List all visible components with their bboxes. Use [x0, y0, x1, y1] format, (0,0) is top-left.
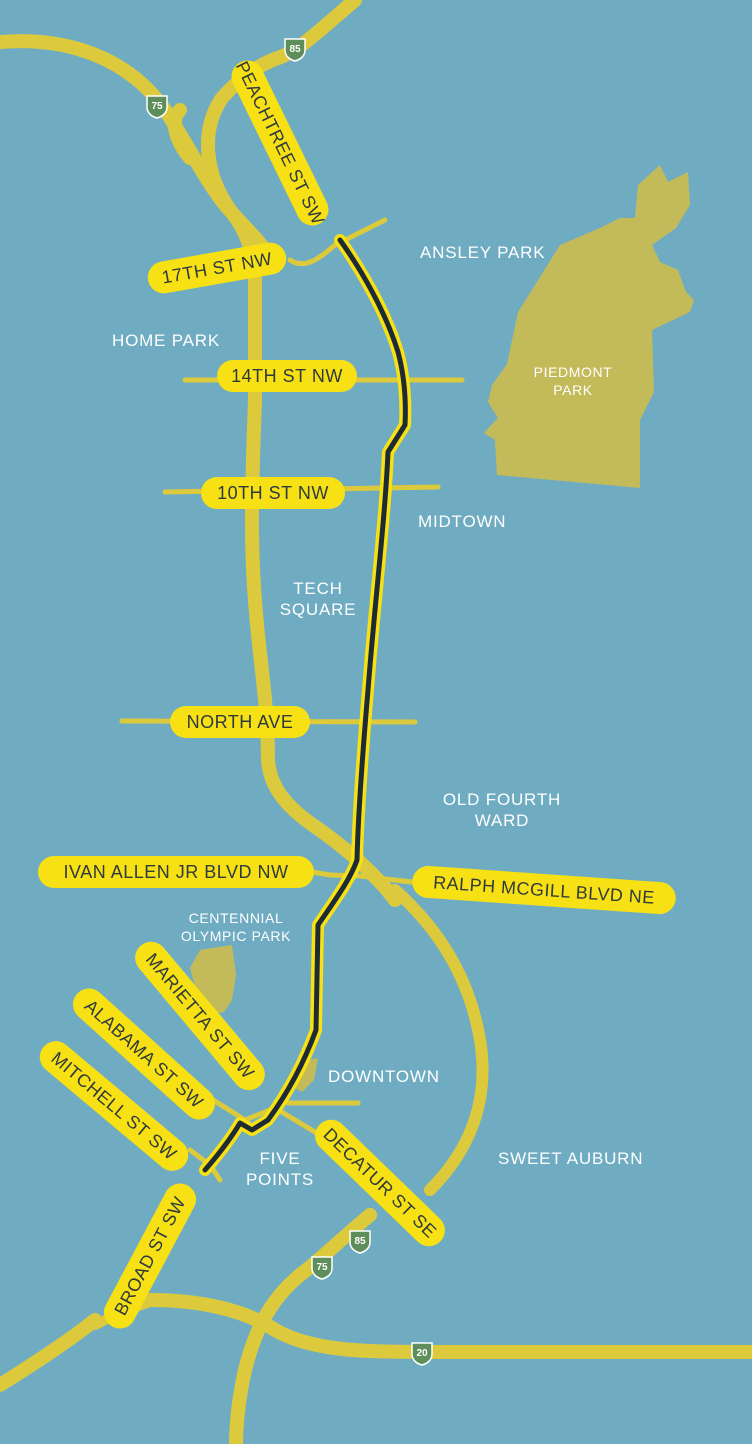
label-five-points-line1: FIVE: [260, 1149, 301, 1168]
street-label-14th: 14TH ST NW: [217, 360, 357, 392]
svg-text:14TH ST NW: 14TH ST NW: [231, 366, 343, 386]
street-label-10th: 10TH ST NW: [201, 477, 345, 509]
label-tech-square-line2: SQUARE: [280, 600, 357, 619]
label-old-fourth-ward-line2: WARD: [475, 811, 530, 830]
svg-text:10TH ST NW: 10TH ST NW: [217, 483, 329, 503]
svg-text:85: 85: [289, 44, 301, 55]
shield-i20: 20: [411, 1342, 433, 1366]
label-sweet-auburn: SWEET AUBURN: [498, 1149, 643, 1168]
label-piedmont-park-line1: PIEDMONT: [534, 364, 613, 380]
shield-i85-south: 85: [349, 1230, 371, 1254]
svg-text:75: 75: [151, 101, 163, 112]
piedmont-park-area: [484, 165, 694, 488]
svg-text:75: 75: [316, 1262, 328, 1273]
svg-text:IVAN ALLEN JR BLVD NW: IVAN ALLEN JR BLVD NW: [64, 862, 289, 882]
street-label-north-ave: NORTH AVE: [170, 706, 310, 738]
label-piedmont-park-line2: PARK: [553, 382, 593, 398]
street-label-ivan-allen: IVAN ALLEN JR BLVD NW: [38, 856, 314, 888]
shield-i75-north: 75: [146, 95, 168, 119]
label-centennial-park-line2: OLYMPIC PARK: [181, 928, 291, 944]
label-home-park: HOME PARK: [112, 331, 220, 350]
label-midtown: MIDTOWN: [418, 512, 506, 531]
svg-text:85: 85: [354, 1236, 366, 1247]
label-tech-square-line1: TECH: [293, 579, 342, 598]
streetcar-route: [199, 234, 412, 1176]
svg-text:NORTH AVE: NORTH AVE: [187, 712, 294, 732]
shield-i75-south: 75: [311, 1256, 333, 1280]
shield-i85-north: 85: [284, 38, 306, 62]
label-centennial-park-line1: CENTENNIAL: [189, 910, 284, 926]
label-downtown: DOWNTOWN: [328, 1067, 440, 1086]
label-old-fourth-ward-line1: OLD FOURTH: [443, 790, 561, 809]
label-ansley-park: ANSLEY PARK: [420, 243, 545, 262]
svg-text:20: 20: [416, 1348, 428, 1359]
label-five-points-line2: POINTS: [246, 1170, 314, 1189]
